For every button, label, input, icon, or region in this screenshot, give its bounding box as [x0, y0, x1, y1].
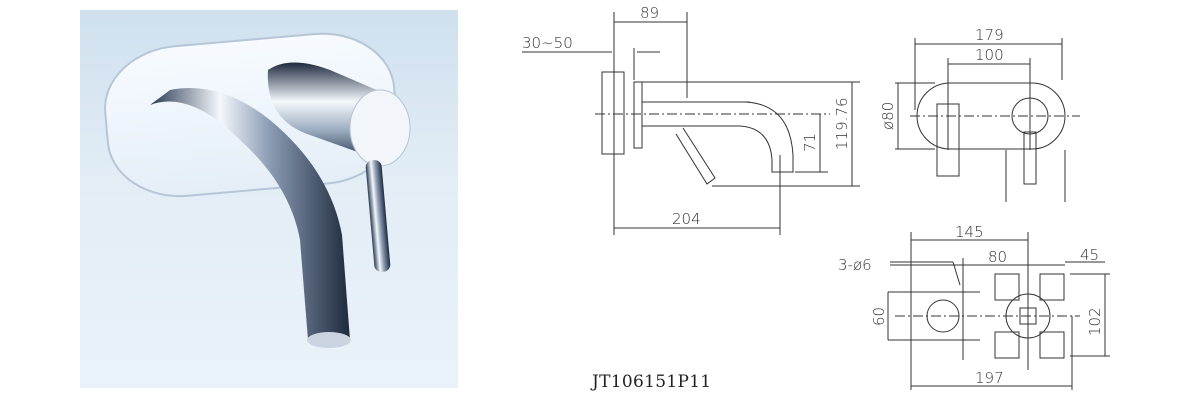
dim-plate-height: ø80	[879, 102, 897, 130]
faucet-photo-illustration	[104, 32, 411, 348]
dim-body-depth: 89	[640, 4, 659, 22]
dim-flange-height: 60	[870, 307, 888, 326]
dim-body-width: 145	[955, 223, 984, 241]
dim-outlet-height: 71	[801, 133, 819, 152]
dim-center-spacing: 100	[975, 46, 1004, 64]
dim-mount-holes: 3-ø6	[838, 256, 872, 274]
dim-overall-height: 102	[1086, 307, 1104, 336]
dim-projection: 204	[672, 210, 701, 228]
dim-overall-width: 197	[975, 369, 1004, 387]
product-photo	[80, 10, 458, 388]
dim-wall-depth: 30~50	[522, 34, 573, 52]
model-number: JT106151P11	[592, 372, 712, 392]
dim-side-offset: 45	[1080, 246, 1099, 264]
dim-inner-spacing: 80	[988, 248, 1007, 266]
dim-plate-width: 179	[975, 26, 1004, 44]
dim-total-height: 119.76	[833, 98, 851, 151]
